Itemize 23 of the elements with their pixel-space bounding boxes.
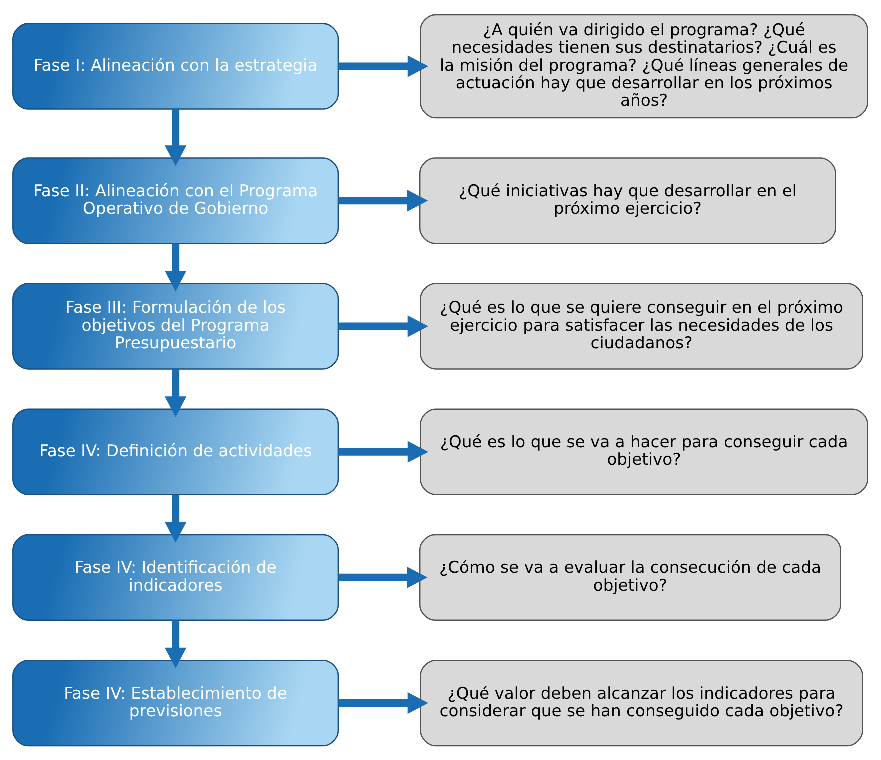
node-box: Fase IV: Definición de actividades: [12, 408, 340, 495]
node-box: Fase III: Formulación de los objetivos del Programa Presupuestario: [12, 282, 340, 370]
arrow: [164, 494, 187, 542]
arrow: [338, 55, 429, 77]
node-box: ¿Qué es lo que se quiere conseguir en el próximo ejercicio para satisfacer las necesidades de los ciudadanos?: [420, 282, 864, 370]
node-box: Fase I: Alineación con la estrategia: [12, 22, 340, 110]
node-box: ¿Qué es lo que se va a hacer para conseguir cada objetivo?: [420, 408, 868, 495]
node-box: ¿Qué valor deben alcanzar los indicadores para considerar que se han conseguido cada objetivo?: [420, 659, 864, 746]
node-box: ¿Cómo se va a evaluar la consecución de cada objetivo?: [419, 534, 842, 621]
node-box: Fase IV: Establecimiento de previsiones: [12, 659, 340, 746]
node-box: Fase II: Alineación con el Programa Operativo de Gobierno: [12, 157, 340, 244]
arrow: [338, 440, 429, 462]
arrow: [164, 109, 187, 166]
arrow: [338, 190, 428, 212]
arrow: [164, 243, 187, 292]
arrow: [164, 368, 187, 417]
node-box: ¿A quién va dirigido el programa? ¿Qué necesidades tienen sus destinatarios? ¿Cuál es la misión del programa? ¿Qué líneas generales de actuación hay que desarrollar en los próximos años?: [420, 14, 868, 118]
node-box: Fase IV: Identificación de indicadores: [12, 534, 340, 621]
arrow: [164, 620, 187, 668]
node-box: ¿Qué iniciativas hay que desarrollar en el próximo ejercicio?: [419, 157, 836, 244]
arrow: [338, 692, 428, 714]
arrow: [338, 315, 428, 337]
arrow: [338, 566, 428, 588]
